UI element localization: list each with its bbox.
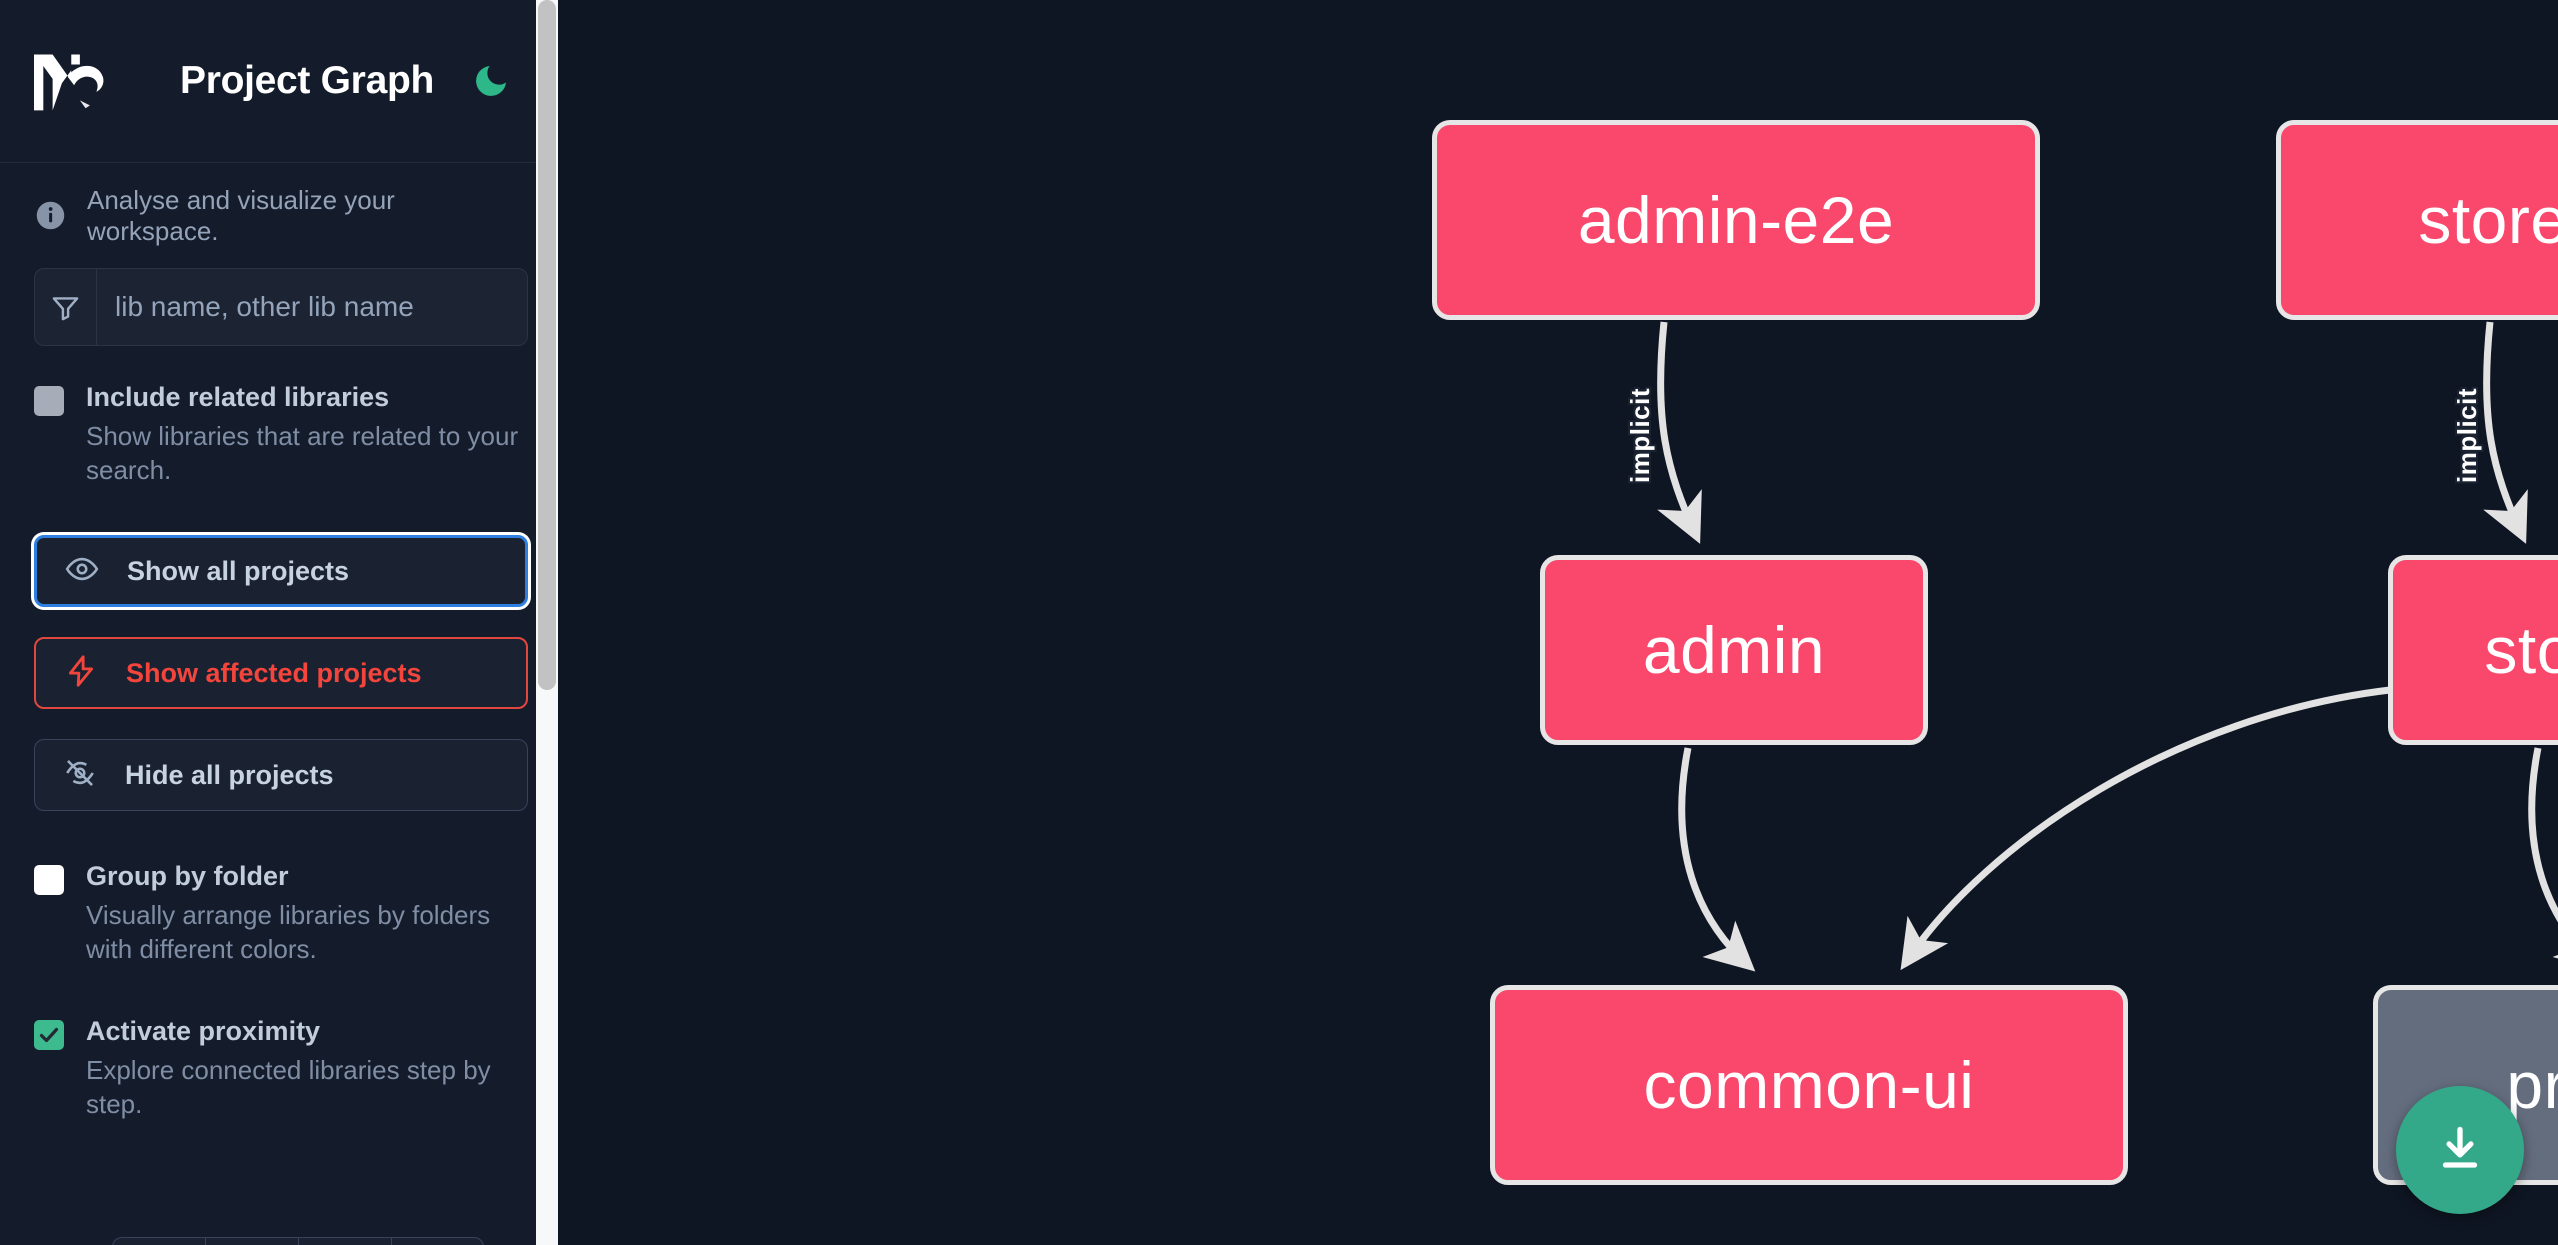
checkbox-description: Show libraries that are related to your … xyxy=(86,420,519,485)
sidebar-scrollbar[interactable] xyxy=(536,0,558,1245)
workspace-hint-text: Analyse and visualize your workspace. xyxy=(87,184,395,246)
node-label: admin-e2e xyxy=(1577,183,1895,257)
graph-node-common-ui[interactable]: common-ui xyxy=(1490,985,2128,1185)
edge-label-store-implicit: implicit xyxy=(2452,387,2483,484)
graph-node-admin-e2e[interactable]: admin-e2e xyxy=(1432,120,2040,320)
graph-node-admin[interactable]: admin xyxy=(1540,555,1928,745)
show-affected-projects-button[interactable]: Show affected projects xyxy=(34,637,528,710)
download-button[interactable] xyxy=(2396,1086,2524,1214)
lightning-icon xyxy=(64,654,98,693)
checkbox-group-by-folder[interactable]: Group by folder Visually arrange librari… xyxy=(34,859,524,966)
bottom-group-segment[interactable] xyxy=(298,1237,391,1245)
node-label: common-ui xyxy=(1643,1048,1975,1122)
scrollbar-track[interactable] xyxy=(536,0,558,1245)
edge-label-admin-implicit: implicit xyxy=(1625,387,1656,484)
checkbox-include-related-libraries[interactable]: Include related libraries Show libraries… xyxy=(34,380,524,487)
info-icon xyxy=(34,199,67,232)
sidebar: Project Graph Analyse and visualize your… xyxy=(0,0,558,1245)
workspace-hint: Analyse and visualize your workspace. xyxy=(34,163,524,268)
show-all-projects-label: Show all projects xyxy=(127,555,350,586)
checkbox-description: Visually arrange libraries by folders wi… xyxy=(86,899,491,965)
checkbox-checked-icon[interactable] xyxy=(34,1020,64,1051)
moon-icon[interactable] xyxy=(470,60,512,102)
filter-box[interactable] xyxy=(34,268,528,346)
bottom-button-group[interactable] xyxy=(112,1237,484,1245)
checkbox-label: Include related libraries xyxy=(86,382,390,412)
eye-icon xyxy=(65,552,99,591)
node-label: store-e2e xyxy=(2418,183,2558,257)
checkbox-activate-proximity[interactable]: Activate proximity Explore connected lib… xyxy=(34,1014,524,1121)
eye-off-icon xyxy=(63,756,97,795)
node-label: admin xyxy=(1642,613,1826,687)
sidebar-header: Project Graph xyxy=(0,0,558,163)
graph-edges xyxy=(1657,321,2558,972)
checkbox-label: Group by folder xyxy=(86,861,289,892)
nx-logo-icon xyxy=(34,50,120,112)
checkbox-box-icon[interactable] xyxy=(34,865,64,896)
show-affected-projects-label: Show affected projects xyxy=(126,657,422,688)
checkbox-label: Activate proximity xyxy=(86,1016,321,1047)
bottom-group-segment[interactable] xyxy=(205,1237,298,1245)
graph-node-store-e2e[interactable]: store-e2e xyxy=(2276,120,2558,320)
graph-node-store[interactable]: store xyxy=(2388,555,2558,745)
checkbox-box-icon[interactable] xyxy=(34,386,64,416)
bottom-group-segment[interactable] xyxy=(391,1237,484,1245)
node-label: products xyxy=(2506,1048,2558,1122)
search-input[interactable] xyxy=(97,269,527,345)
show-all-projects-button[interactable]: Show all projects xyxy=(34,535,528,608)
hide-all-projects-button[interactable]: Hide all projects xyxy=(34,739,528,812)
graph-canvas[interactable]: admin-e2e store-e2e admin store common-u… xyxy=(558,0,2558,1245)
sidebar-body: Analyse and visualize your workspace. In… xyxy=(0,163,558,1122)
page-title: Project Graph xyxy=(180,59,434,102)
bottom-group-segment[interactable] xyxy=(112,1237,205,1245)
checkbox-description: Explore connected libraries step by step… xyxy=(86,1054,491,1120)
funnel-icon xyxy=(35,269,97,345)
scrollbar-thumb[interactable] xyxy=(538,0,556,690)
hide-all-projects-label: Hide all projects xyxy=(125,759,334,790)
node-label: store xyxy=(2484,613,2558,687)
